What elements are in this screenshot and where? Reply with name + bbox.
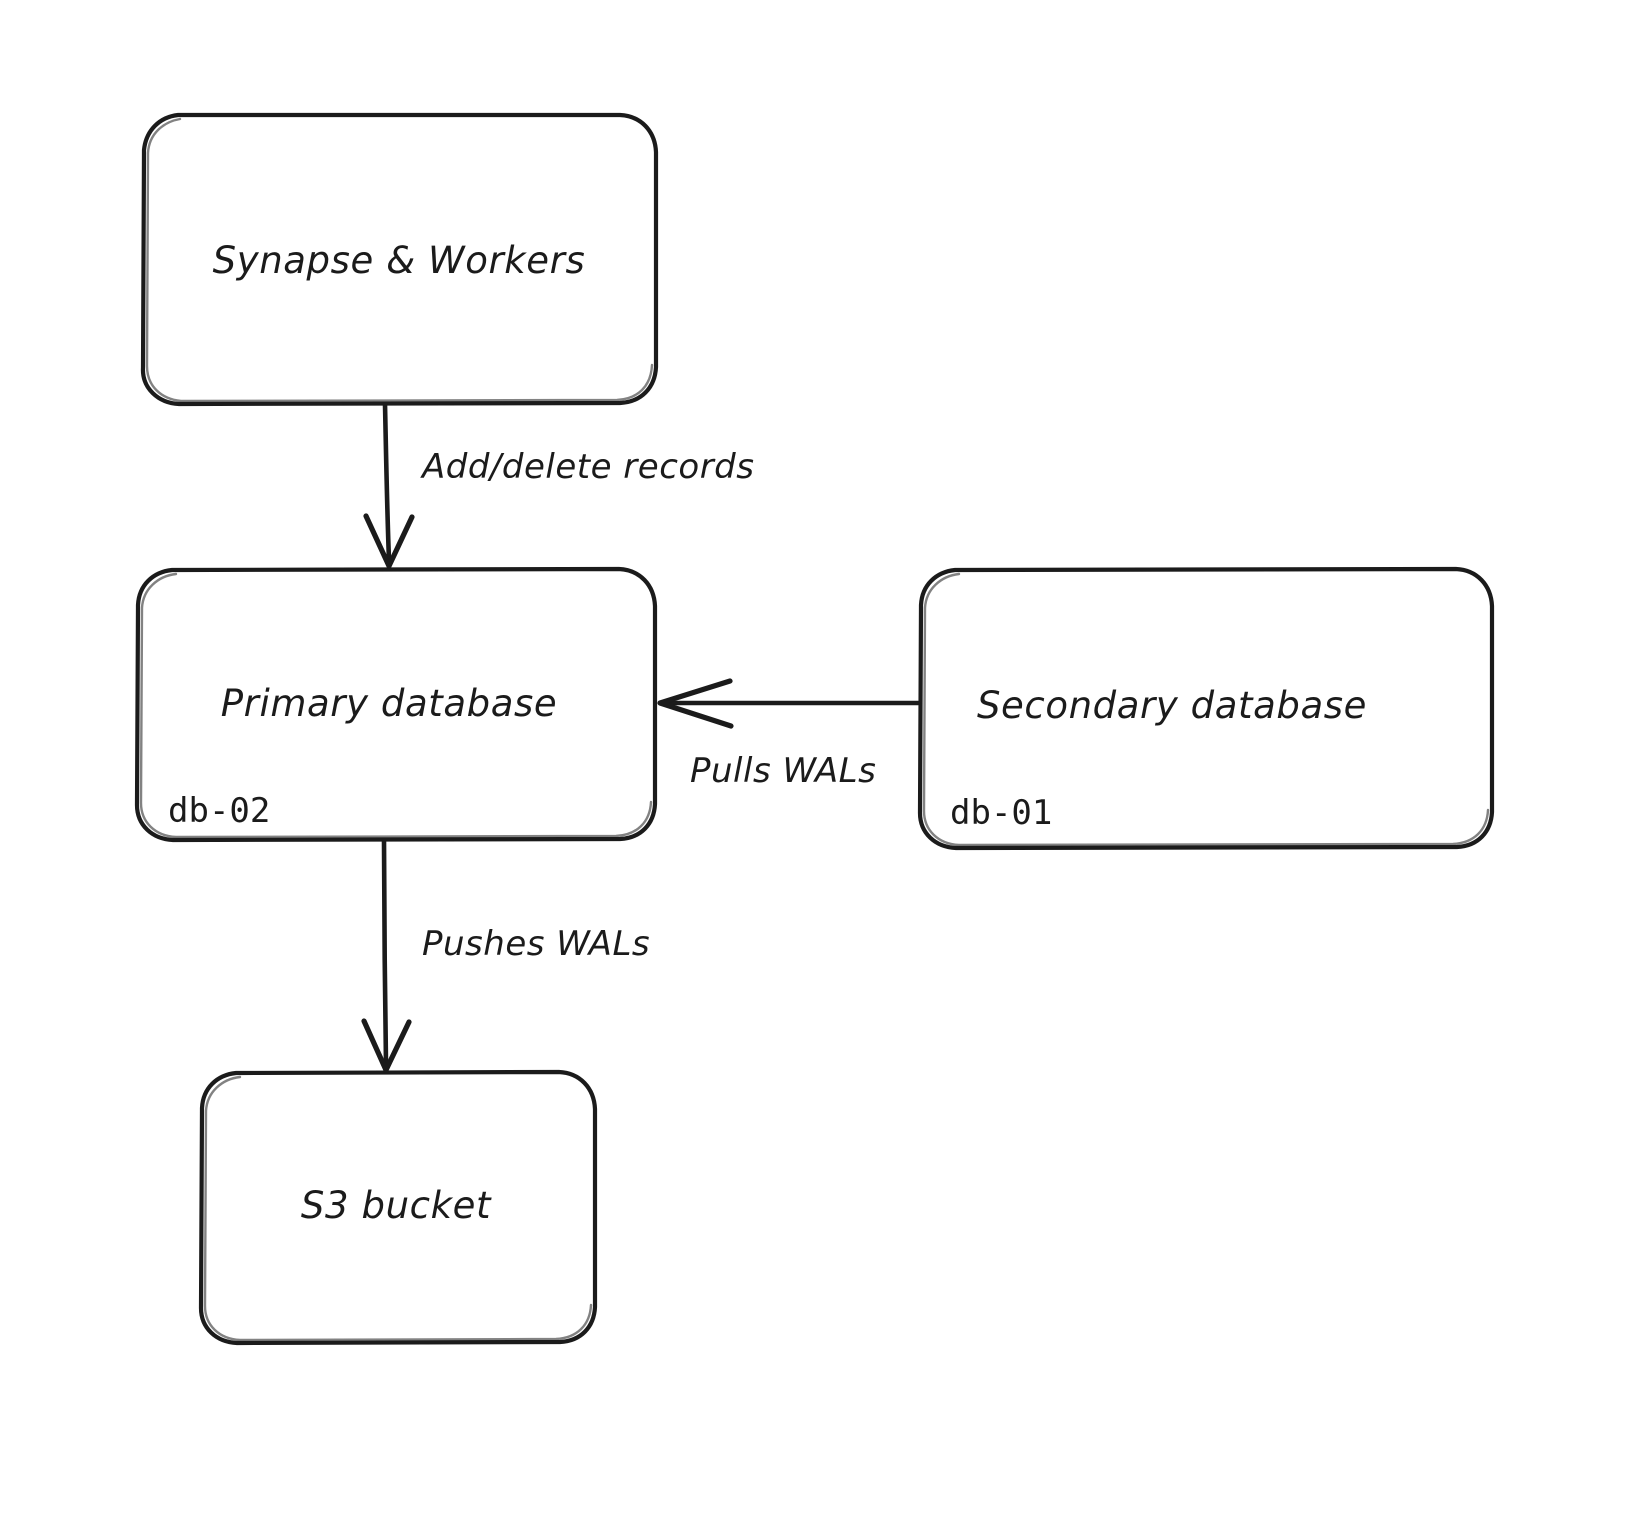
edge-add-delete-records-arrowhead: [363, 513, 415, 569]
node-secondary-database-shape-sketch: [922, 572, 1490, 847]
edge-pulls-wals[interactable]: Pulls WALs: [657, 678, 921, 791]
edge-add-delete-records-label: Add/delete records: [420, 447, 754, 487]
edge-pushes-wals-arrowhead: [361, 1018, 412, 1073]
node-secondary-database-subtitle: db-01: [950, 793, 1052, 833]
node-s3-bucket-title: S3 bucket: [301, 1184, 492, 1227]
edge-add-delete-records[interactable]: Add/delete records: [363, 401, 754, 569]
edge-pushes-wals-line: [381, 838, 389, 1067]
node-primary-database[interactable]: Primary database db-02: [134, 566, 658, 843]
node-secondary-database-shape: [917, 566, 1495, 851]
edge-pushes-wals-label: Pushes WALs: [422, 924, 650, 964]
node-primary-database-shape-sketch: [139, 572, 653, 839]
node-primary-database-shape: [134, 566, 658, 843]
node-synapse-workers-shape: [140, 112, 659, 407]
node-primary-database-title: Primary database: [221, 682, 558, 725]
node-s3-bucket-shape: [198, 1069, 598, 1346]
node-s3-bucket[interactable]: S3 bucket: [198, 1069, 598, 1346]
node-synapse-workers[interactable]: Synapse & Workers: [140, 112, 659, 407]
node-secondary-database[interactable]: Secondary database db-01: [917, 566, 1495, 851]
edge-pulls-wals-label: Pulls WALs: [690, 751, 876, 791]
node-secondary-database-title: Secondary database: [977, 684, 1367, 727]
edge-pulls-wals-arrowhead: [657, 678, 734, 729]
node-synapse-workers-title: Synapse & Workers: [213, 239, 586, 282]
node-primary-database-subtitle: db-02: [168, 791, 270, 831]
edge-add-delete-records-line: [382, 401, 392, 563]
node-synapse-workers-shape-sketch: [145, 117, 654, 403]
node-s3-bucket-shape-sketch: [203, 1075, 593, 1342]
edge-pushes-wals[interactable]: Pushes WALs: [361, 838, 650, 1073]
